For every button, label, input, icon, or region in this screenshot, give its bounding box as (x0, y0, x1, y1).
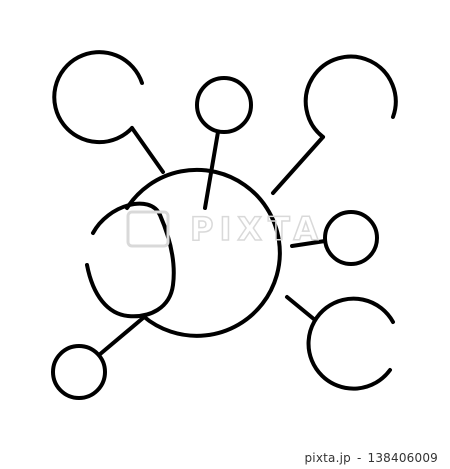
top-small-circle (195, 76, 253, 134)
footer-credit: pixta.jp-138406009 (298, 451, 438, 465)
footer-separator: - (356, 451, 362, 465)
right-small-circle (323, 210, 379, 266)
bottom-right-ring (306, 296, 395, 391)
footer-bar: pixta.jp-138406009 (0, 447, 450, 469)
right-connector (290, 239, 327, 248)
bottom-left-connector (97, 316, 145, 357)
footer-brand: pixta.jp (304, 451, 351, 465)
top-right-ring (303, 54, 398, 139)
top-right-connector (271, 135, 325, 195)
top-connector (203, 130, 220, 210)
top-left-ring (52, 50, 144, 145)
inner-c-shape (85, 201, 176, 319)
top-left-connector (130, 126, 165, 174)
footer-image-number: 138406009 (367, 451, 438, 465)
bottom-left-small-circle (51, 344, 107, 400)
bottom-right-connector (285, 295, 317, 322)
central-node-circle (125, 167, 282, 338)
